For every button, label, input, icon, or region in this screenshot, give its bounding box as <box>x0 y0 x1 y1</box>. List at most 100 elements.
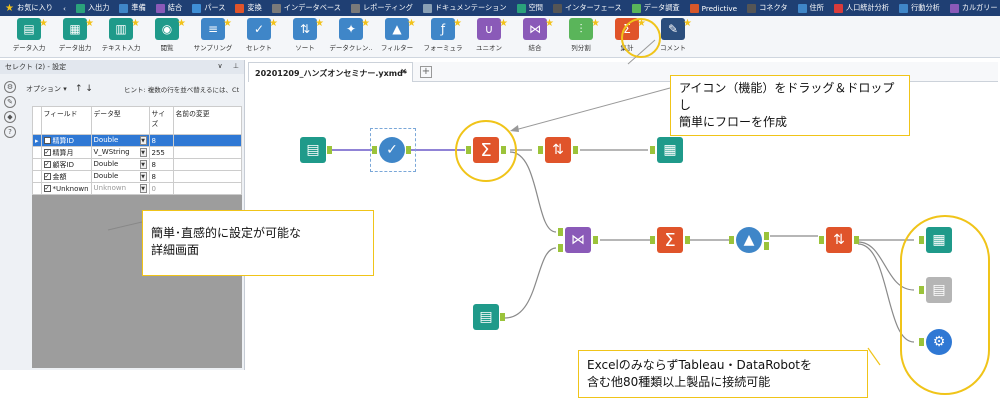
dropdown-arrow-icon[interactable]: ▼ <box>139 148 147 157</box>
tool-split[interactable]: ⫶★列分割 <box>558 18 604 56</box>
panel-header-controls: ∨ ⊥ <box>218 62 239 72</box>
favorite-star-icon: ★ <box>131 18 140 29</box>
favorite-star-icon: ★ <box>223 18 232 29</box>
category-color-icon <box>350 3 360 13</box>
field-cell[interactable]: ✓*Unknown <box>40 182 92 195</box>
category-tab[interactable]: 結合 <box>151 0 187 16</box>
category-tab[interactable]: インデータベース <box>267 0 346 16</box>
join-node-left-anchor[interactable] <box>558 228 563 236</box>
tool-filter[interactable]: ▲★フィルター <box>374 18 420 56</box>
sort-node-output-anchor[interactable] <box>573 146 578 154</box>
output-node-anchor[interactable] <box>650 146 655 154</box>
settings-gear-icon[interactable]: ⚙ <box>4 81 16 93</box>
field-cell[interactable]: ✓精算月 <box>40 146 92 159</box>
join-node-output-anchor[interactable] <box>593 236 598 244</box>
tool-sort[interactable]: ⇅★ソート <box>282 18 328 56</box>
category-tab[interactable]: 空間 <box>512 0 548 16</box>
field-checkbox[interactable]: ✓ <box>43 161 51 168</box>
sort-node-icon[interactable]: ⇅ <box>545 137 571 163</box>
category-tab[interactable]: レポーティング <box>346 0 418 16</box>
formula-node-icon[interactable]: ▲ <box>736 227 762 253</box>
tool-comment[interactable]: ✎★コメント <box>650 18 696 56</box>
tool-sample[interactable]: ≡★サンプリング <box>190 18 236 56</box>
formula-node-input-anchor[interactable] <box>729 236 734 244</box>
report-connector-node-icon[interactable]: ▤ <box>926 277 952 303</box>
category-tab[interactable]: ドキュメンテーション <box>418 0 512 16</box>
reorder-arrows[interactable]: ↑ ↓ <box>74 84 93 94</box>
summarize2-node-sigma-icon[interactable]: Σ <box>657 227 683 253</box>
input-node-book-icon[interactable]: ▤ <box>300 137 326 163</box>
dropdown-arrow-icon[interactable]: ▼ <box>139 172 147 181</box>
sort2-node-output-anchor[interactable] <box>854 236 859 244</box>
summarize2-node-output-anchor[interactable] <box>685 236 690 244</box>
select-node-output-anchor[interactable] <box>406 146 411 154</box>
sort-node-input-anchor[interactable] <box>538 146 543 154</box>
tool-union[interactable]: ∪★ユニオン <box>466 18 512 56</box>
tool-select[interactable]: ✓★セレクト <box>236 18 282 56</box>
options-dropdown[interactable]: オプション ▾ <box>26 85 67 93</box>
category-tab[interactable]: カルガリー <box>945 0 1000 16</box>
output-node-icon[interactable]: ▦ <box>657 137 683 163</box>
formula-node-true-anchor[interactable] <box>764 232 769 240</box>
new-tab-button[interactable]: + <box>420 66 432 78</box>
category-tab[interactable]: コネクタ <box>742 0 792 16</box>
type-cell[interactable]: Double▼ <box>90 134 150 147</box>
tool-text-input[interactable]: ▥★テキスト入力 <box>98 18 144 56</box>
category-tab[interactable]: パース <box>187 0 230 16</box>
join-node-icon[interactable]: ⋈ <box>565 227 591 253</box>
close-tab-icon[interactable]: ✕ <box>400 67 407 76</box>
summarize2-node-input-anchor[interactable] <box>650 236 655 244</box>
tool-join[interactable]: ⋈★結合 <box>512 18 558 56</box>
pin-icon[interactable]: ⊥ <box>232 62 239 70</box>
category-tab[interactable]: 住所 <box>793 0 829 16</box>
dropdown-arrow-icon[interactable]: ▼ <box>139 184 147 193</box>
join-node-right-anchor[interactable] <box>558 244 563 252</box>
category-label: インターフェース <box>564 3 622 12</box>
report-connector-anchor[interactable] <box>919 286 924 294</box>
dropdown-arrow-icon[interactable]: ▼ <box>139 160 147 169</box>
category-tab[interactable]: 準備 <box>114 0 150 16</box>
category-tab[interactable]: 人口統計分析 <box>829 0 894 16</box>
scroll-left-icon[interactable]: ‹ <box>62 3 66 13</box>
favorite-star-icon: ★ <box>85 18 94 29</box>
workflow-tab-title: 20201209_ハンズオンセミナー.yxmd* <box>255 69 408 78</box>
help-icon[interactable]: ? <box>4 126 16 138</box>
category-tab[interactable]: 変換 <box>230 0 266 16</box>
tool-label: テキスト入力 <box>101 44 141 52</box>
tool-cleanse[interactable]: ✦★データクレン.. <box>328 18 374 56</box>
annotation-icon[interactable]: ✎ <box>4 96 16 108</box>
input2-node-book-icon[interactable]: ▤ <box>473 304 499 330</box>
type-cell[interactable]: Unknown▼ <box>90 182 150 195</box>
collapse-icon[interactable]: ∨ <box>217 62 223 70</box>
category-tab[interactable]: ★お気に入り <box>0 0 58 16</box>
field-checkbox[interactable]: ✓ <box>43 173 51 180</box>
field-checkbox[interactable] <box>43 137 51 144</box>
category-tab[interactable]: インターフェース <box>548 0 627 16</box>
tool-output[interactable]: ▦★データ出力 <box>52 18 98 56</box>
dropdown-arrow-icon[interactable]: ▼ <box>139 136 147 145</box>
sort2-node-input-anchor[interactable] <box>819 236 824 244</box>
select-node-check-icon[interactable]: ✓ <box>379 137 405 163</box>
field-checkbox[interactable]: ✓ <box>43 149 51 156</box>
workflow-tab[interactable]: 20201209_ハンズオンセミナー.yxmd* ✕ <box>248 62 413 82</box>
input2-node-anchor[interactable] <box>500 313 505 321</box>
formula-node-false-anchor[interactable] <box>764 242 769 250</box>
category-tab[interactable]: 行動分析 <box>894 0 945 16</box>
tool-binoculars[interactable]: ◉★閲覧 <box>144 18 190 56</box>
tag-icon[interactable]: ◆ <box>4 111 16 123</box>
category-tab[interactable]: Predictive <box>685 0 742 16</box>
input-node-anchor[interactable] <box>327 146 332 154</box>
rename-cell[interactable] <box>172 182 243 195</box>
select-node-input-anchor[interactable] <box>372 146 377 154</box>
datarobot-connector-anchor[interactable] <box>919 338 924 346</box>
category-tab[interactable]: 入出力 <box>71 0 115 16</box>
field-checkbox[interactable]: ✓ <box>43 185 51 192</box>
field-cell[interactable]: 精算ID <box>40 134 92 147</box>
sort2-node-icon[interactable]: ⇅ <box>826 227 852 253</box>
category-tab[interactable]: データ調査 <box>627 0 685 16</box>
tool-book[interactable]: ▤★データ入力 <box>6 18 52 56</box>
tool-formula[interactable]: ƒ★フォーミュラ <box>420 18 466 56</box>
